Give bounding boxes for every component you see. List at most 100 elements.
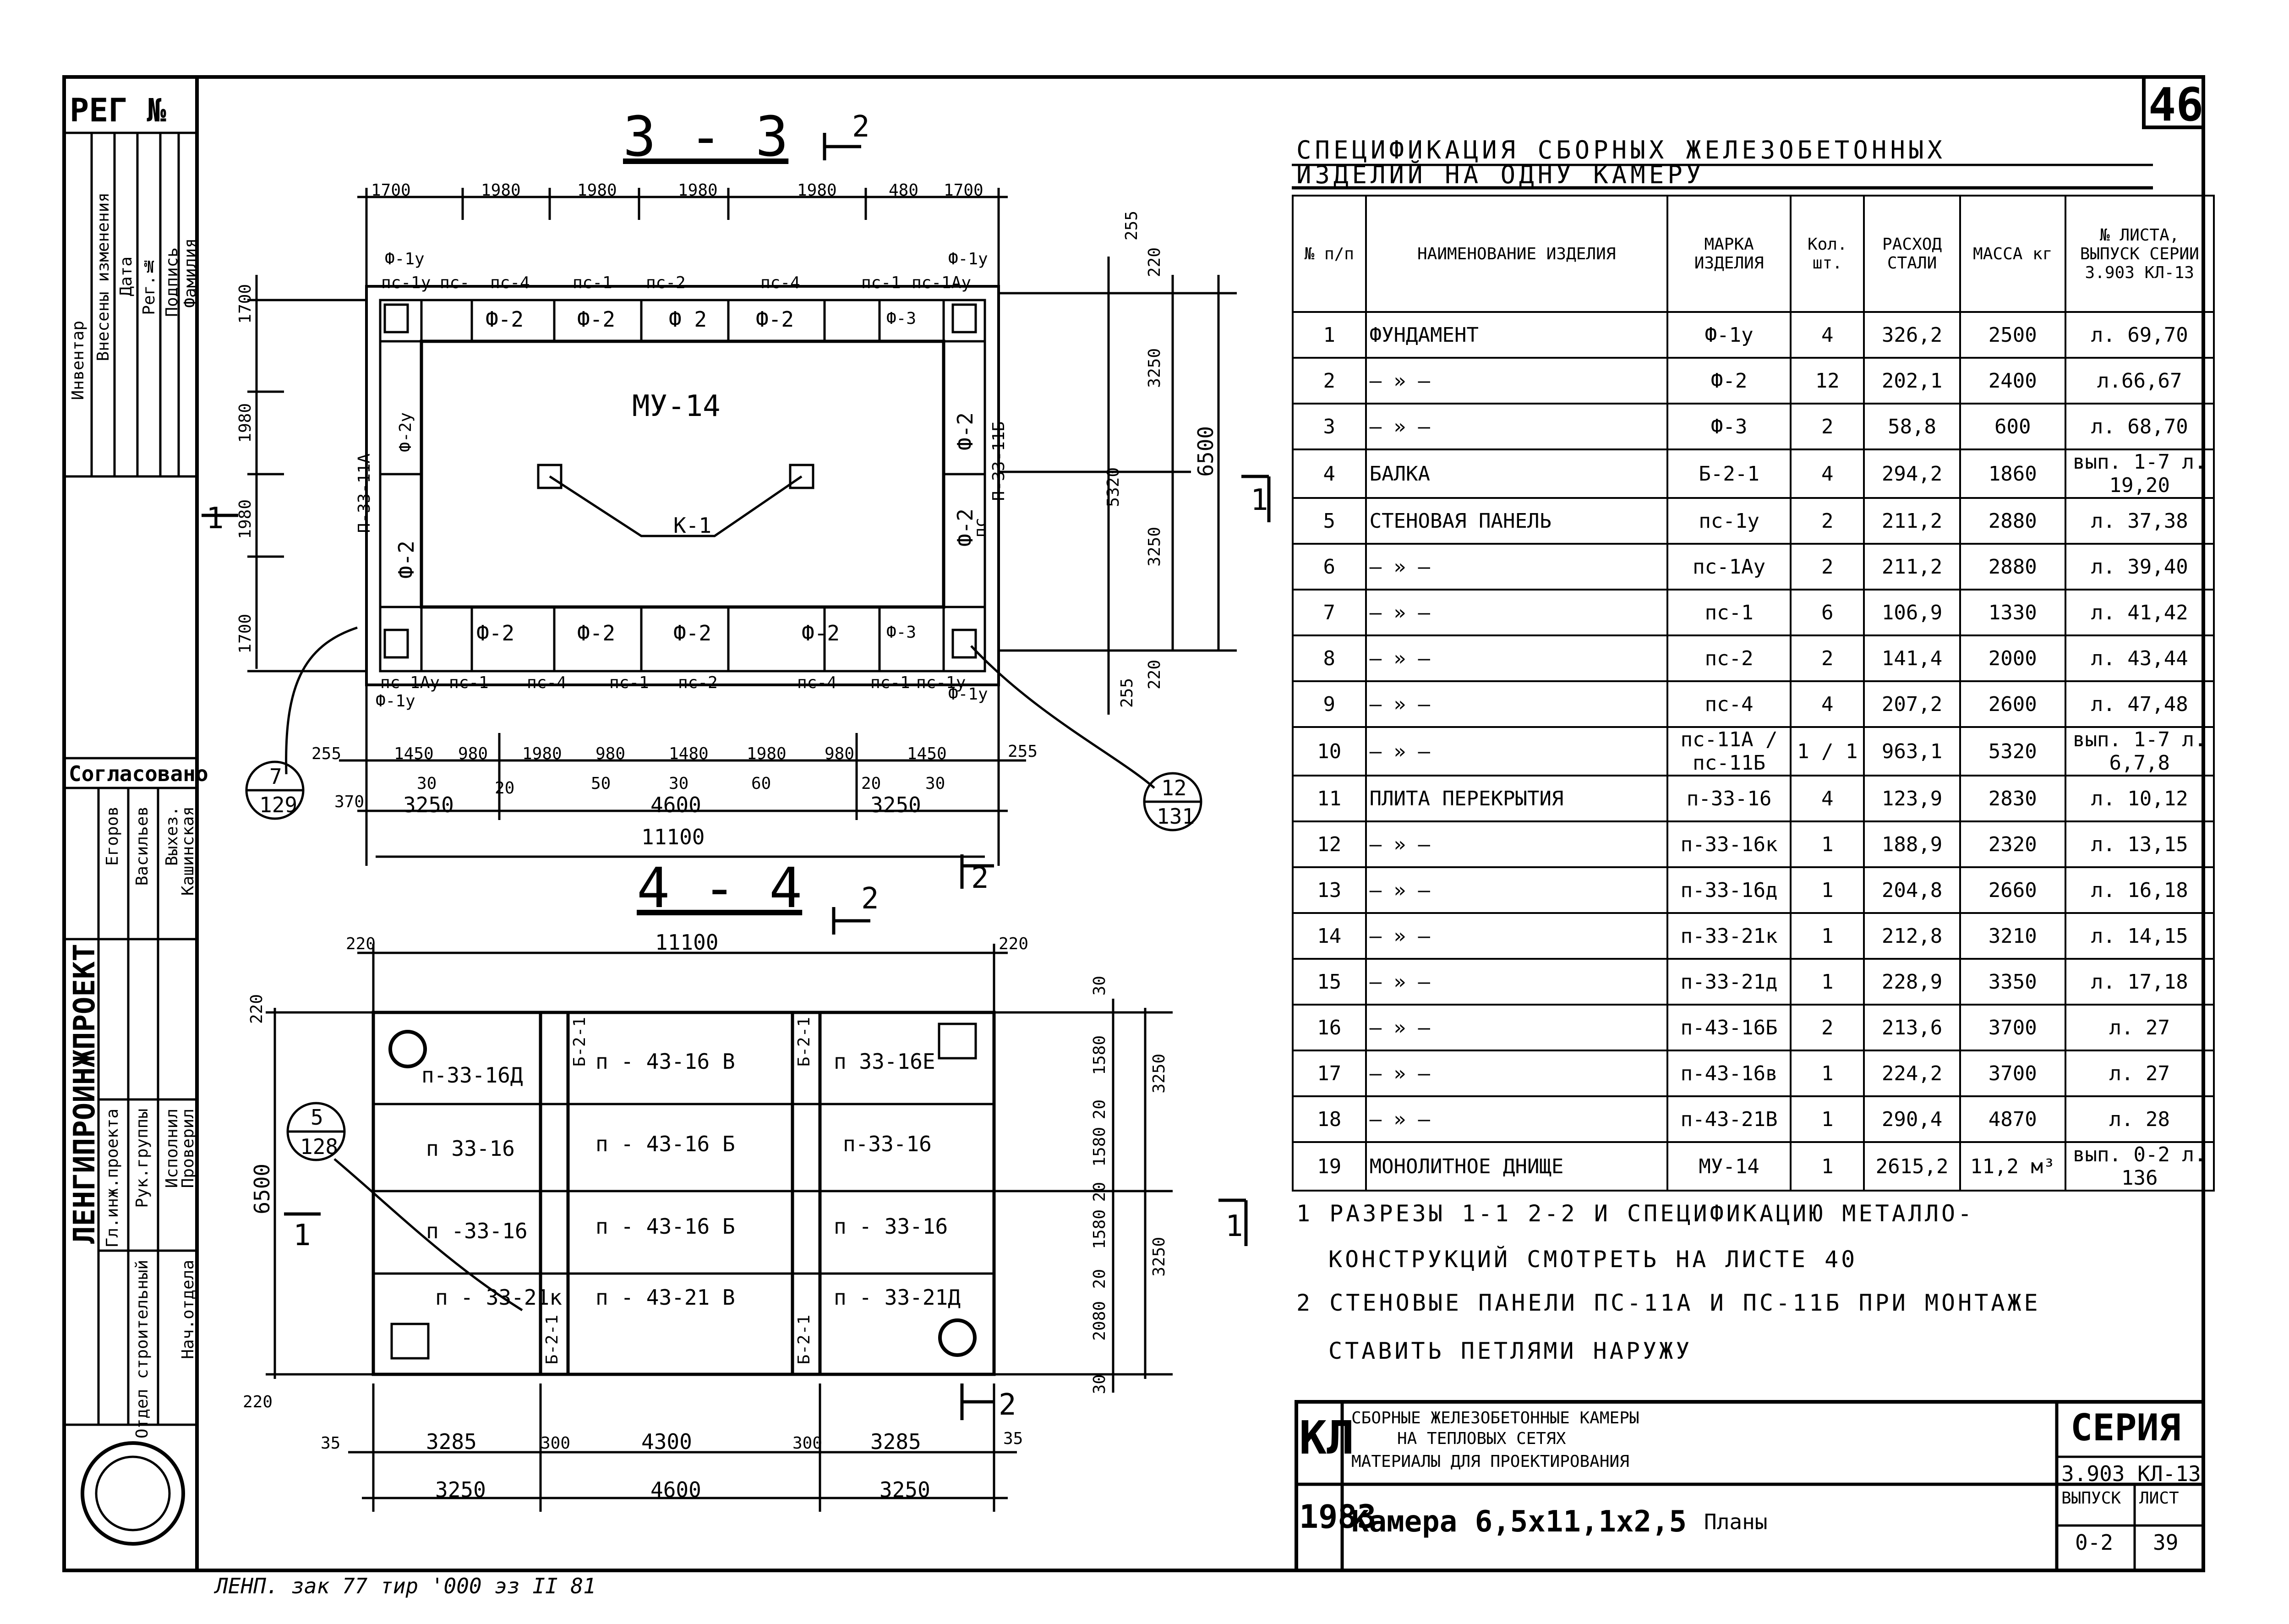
spec-cell-steel: 207,2 (1863, 680, 1961, 728)
plan33-beam-label: К-1 (673, 513, 712, 538)
plan44-callout-num: 5 (311, 1105, 323, 1130)
plan33-label-ps4: пс-4 (490, 273, 530, 292)
plan33-label-ps4b: пс-4 (760, 273, 800, 292)
plan44-edge-bl: 220 (243, 1393, 273, 1411)
spec-header-row: № п/п НАИМЕНОВАНИЕ ИЗДЕЛИЯ МАРКА ИЗДЕЛИЯ… (1292, 195, 2215, 313)
spec-cell-number: 3 (1292, 403, 1367, 450)
section-3-3-title: 3 - 3 (623, 105, 789, 169)
title-block-vypusk-label: ВЫПУСК (2061, 1489, 2121, 1508)
plan44-cell-3-0: п - 33-21к (435, 1285, 562, 1310)
plan44-cell-2-1: п - 43-16 Б (595, 1214, 735, 1239)
spec-cell-mark: п-33-16 (1666, 775, 1792, 822)
title-block-desc-3: МАТЕРИАЛЫ ДЛЯ ПРОЕКТИРОВАНИЯ (1351, 1452, 1629, 1471)
plan33-phi3-bot: Ф-3 (886, 623, 917, 642)
plan33-bot-dim-2: 1450 (394, 744, 434, 763)
spec-cell-name: СТЕНОВАЯ ПАНЕЛЬ (1365, 497, 1668, 545)
spec-cell-mark: Ф-1у (1666, 311, 1792, 359)
plan33-callout-right-den: 131 (1157, 804, 1195, 829)
spec-cell-number: 8 (1292, 634, 1367, 682)
plan33-dim-top-7: 1700 (944, 181, 983, 200)
plan44-cell-0-2: п 33-16Е (834, 1049, 935, 1074)
spec-cell-sheet: л. 37,38 (2064, 497, 2215, 545)
spec-cell-name: — » — (1365, 1050, 1668, 1097)
plan33-bot-dim-9: 1450 (907, 744, 947, 763)
plan44-side-mark-left: 1 (293, 1219, 311, 1252)
spec-cell-qty: 6 (1790, 589, 1865, 636)
plan33-left-vert-phi2y: Ф-2у (396, 412, 415, 452)
organization-name: ЛЕНГИПРОИНЖПРОЕКТ (68, 944, 102, 1244)
spec-cell-mass: 2600 (1959, 680, 2066, 728)
plan33-right-vert-ps: пс (971, 518, 990, 538)
plan33-bottom-phi1y-left: Ф-1у (376, 692, 415, 711)
spec-cell-qty: 1 (1790, 958, 1865, 1006)
spec-cell-mark: пс-11А / пс-11Б (1666, 726, 1792, 776)
spec-cell-steel: 228,9 (1863, 958, 1961, 1006)
spec-cell-mark: пс-1Ау (1666, 543, 1792, 591)
spec-cell-sheet: л. 28 (2064, 1095, 2215, 1143)
spec-cell-sheet: вып. 1-7 л. 6,7,8 (2064, 726, 2215, 776)
spec-cell-sheet: л. 41,42 (2064, 589, 2215, 636)
plan33-bot-dim-c1: 3250 (403, 793, 454, 817)
plan33-callout-right-num: 12 (1161, 776, 1187, 800)
spec-cell-number: 19 (1292, 1141, 1367, 1192)
spec-col-mass: МАССА кг (1959, 195, 2066, 313)
plan44-cell-3-2: п - 33-21Д (834, 1285, 961, 1310)
specification-table: № п/п НАИМЕНОВАНИЕ ИЗДЕЛИЯ МАРКА ИЗДЕЛИЯ… (1292, 195, 2215, 1192)
spec-cell-name: — » — (1365, 680, 1668, 728)
plan33-phi2-top-3: Ф 2 (669, 307, 707, 332)
sidebar-surname: Фамилия (181, 238, 200, 308)
plan33-bot-dim-10: 255 (1008, 742, 1038, 761)
spec-title-line1: СПЕЦИФИКАЦИЯ СБОРНЫХ ЖЕЛЕЗОБЕТОННЫХ (1296, 136, 1946, 164)
plan33-left-vert-phi2: Ф-2 (394, 541, 419, 579)
spec-cell-mass: 3700 (1959, 1004, 2066, 1051)
plan44-cell-0-0: п-33-16Д (421, 1063, 523, 1088)
spec-cell-steel: 213,6 (1863, 1004, 1961, 1051)
title-block-desc-1: СБОРНЫЕ ЖЕЛЕЗОБЕТОННЫЕ КАМЕРЫ (1351, 1409, 1639, 1427)
spec-cell-mass: 3210 (1959, 912, 2066, 960)
plan33-dim-top-3: 1980 (577, 181, 617, 200)
spec-cell-mark: пс-1 (1666, 589, 1792, 636)
spec-cell-steel: 204,8 (1863, 866, 1961, 914)
plan44-bot-dim-b3: 3250 (880, 1477, 930, 1502)
plan44-bot-dim-3: 300 (541, 1434, 571, 1453)
plan33-phi2-bot-2: Ф-2 (577, 621, 616, 645)
spec-cell-qty: 1 (1790, 1050, 1865, 1097)
plan44-bot-dim-2: 3285 (426, 1429, 477, 1454)
plan44-cell-0-1: п - 43-16 В (595, 1049, 735, 1074)
title-block-list: 39 (2153, 1530, 2179, 1555)
plan33-bot-dim-8: 980 (825, 744, 855, 763)
plan33-dim-right-3250a: 3250 (1145, 348, 1164, 388)
plan33-dim-top-5: 1980 (797, 181, 837, 200)
plan44-side-mark-right: 1 (1225, 1209, 1243, 1243)
spec-cell-name: — » — (1365, 1004, 1668, 1051)
spec-cell-number: 9 (1292, 680, 1367, 728)
spec-cell-steel: 963,1 (1863, 726, 1961, 776)
spec-cell-steel: 290,4 (1863, 1095, 1961, 1143)
spec-cell-name: — » — (1365, 726, 1668, 776)
spec-cell-qty: 2 (1790, 634, 1865, 682)
spec-cell-qty: 1 (1790, 866, 1865, 914)
spec-cell-sheet: л. 14,15 (2064, 912, 2215, 960)
plan44-bot-dim-5: 300 (792, 1434, 823, 1453)
plan44-cell-2-0: п -33-16 (426, 1219, 528, 1243)
plan44-cell-1-1: п - 43-16 Б (595, 1132, 735, 1156)
spec-cell-qty: 4 (1790, 311, 1865, 359)
spec-cell-steel: 58,8 (1863, 403, 1961, 450)
title-block-vypusk: 0-2 (2075, 1530, 2114, 1555)
note-2-line-1: 2 СТЕНОВЫЕ ПАНЕЛИ ПС-11А И ПС-11Б ПРИ МО… (1296, 1290, 2041, 1316)
plan44-dim-left-6500: 6500 (250, 1164, 274, 1214)
spec-col-sheet: № ЛИСТА, ВЫПУСК СЕРИИ 3.903 КЛ-13 (2064, 195, 2215, 313)
plan44-bot-dim-7: 35 (1003, 1429, 1023, 1448)
spec-cell-name: БАЛКА (1365, 448, 1668, 499)
spec-cell-mass: 1860 (1959, 448, 2066, 499)
plan33-dim-right-3250b: 3250 (1145, 527, 1164, 567)
spec-cell-sheet: л. 47,48 (2064, 680, 2215, 728)
spec-cell-name: — » — (1365, 820, 1668, 868)
spec-cell-name: — » — (1365, 543, 1668, 591)
note-1-line-2: КОНСТРУКЦИЙ СМОТРЕТЬ НА ЛИСТЕ 40 (1328, 1246, 1858, 1273)
